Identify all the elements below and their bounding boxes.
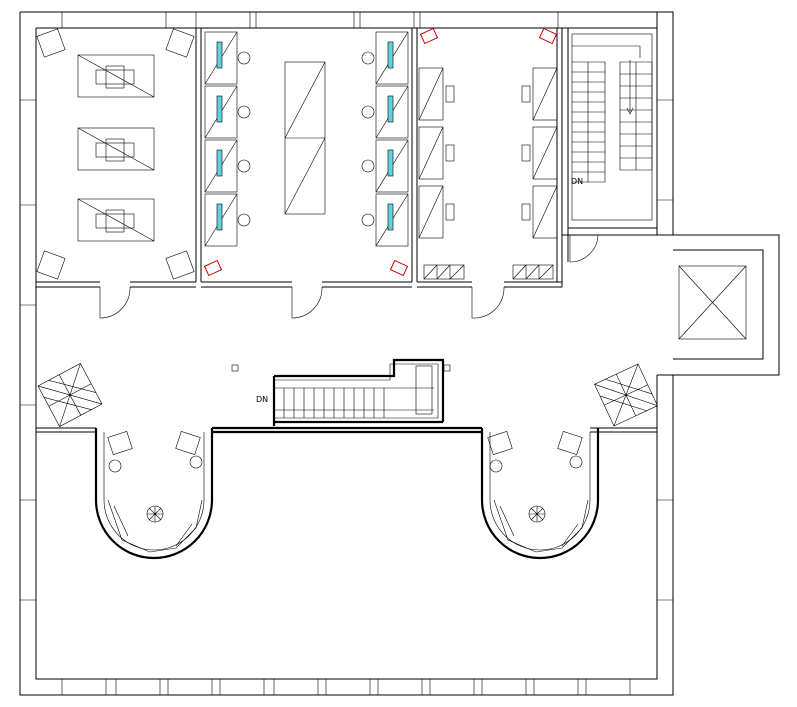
red-chairs-room3 bbox=[419, 27, 558, 45]
desk-column-left bbox=[204, 31, 251, 247]
doors[interactable] bbox=[99, 234, 599, 319]
room-offices bbox=[418, 27, 558, 280]
outer-walls bbox=[19, 11, 780, 696]
lounge-bays bbox=[94, 426, 600, 560]
desk-column-right bbox=[521, 67, 558, 239]
center-cabinets bbox=[284, 61, 326, 215]
storage-units bbox=[423, 264, 554, 280]
armchair-left bbox=[37, 363, 103, 427]
top-windows bbox=[61, 11, 559, 29]
stairwell-side: DN bbox=[571, 33, 653, 221]
stair-label-side: DN bbox=[571, 177, 583, 186]
desk-column-right bbox=[361, 31, 409, 247]
stair-main: DN bbox=[231, 358, 451, 426]
lobby-armchairs bbox=[37, 363, 658, 427]
lift-shaft bbox=[678, 265, 747, 340]
stair-label-main: DN bbox=[256, 395, 268, 404]
armchair-right bbox=[594, 363, 658, 427]
room-meeting bbox=[36, 28, 195, 280]
interior-walls bbox=[36, 28, 657, 433]
corner-chairs bbox=[36, 28, 195, 280]
desk-column-left bbox=[418, 67, 455, 239]
desk-3 bbox=[77, 198, 155, 242]
desk-2 bbox=[77, 127, 155, 171]
bottom-windows bbox=[61, 678, 631, 696]
red-chairs-room2 bbox=[203, 259, 409, 277]
desk-1 bbox=[77, 54, 155, 98]
room-workstations bbox=[203, 31, 409, 277]
